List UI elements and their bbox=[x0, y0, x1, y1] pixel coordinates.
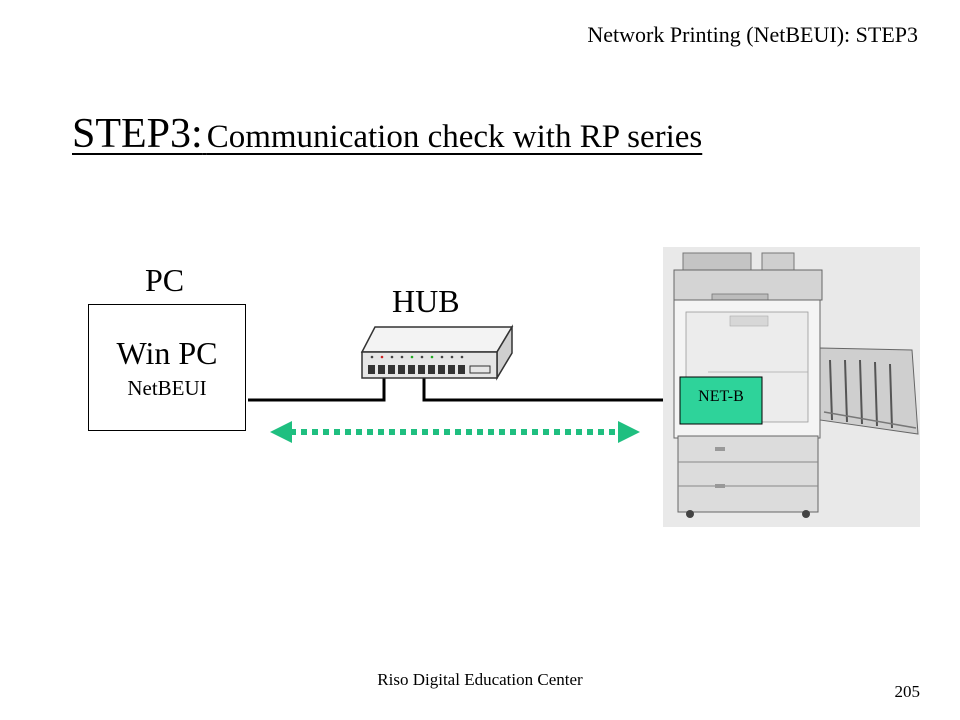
net-b-card bbox=[679, 376, 763, 425]
pc-label: PC bbox=[145, 262, 185, 298]
slide-header-note: Network Printing (NetBEUI): STEP3 bbox=[587, 22, 918, 47]
printer-scanner-lid bbox=[682, 252, 752, 272]
hub-ports bbox=[368, 365, 491, 374]
hub-leds bbox=[370, 355, 464, 359]
pc-protocol: NetBEUI bbox=[127, 376, 207, 400]
connection-check-arrow bbox=[270, 421, 640, 443]
pc-box: Win PC NetBEUI bbox=[88, 304, 246, 431]
printer-logo-plate bbox=[729, 315, 769, 327]
hub-top-face bbox=[360, 326, 514, 353]
slide-title: STEP3: Communication check with RP serie… bbox=[72, 110, 702, 158]
cable-pc-to-hub bbox=[248, 370, 386, 402]
hub-label: HUB bbox=[392, 283, 460, 319]
pc-name: Win PC bbox=[116, 335, 218, 371]
paper-output-tray bbox=[819, 347, 919, 435]
page-number: 205 bbox=[894, 682, 921, 701]
printer-caster-right bbox=[802, 510, 810, 518]
title-step: STEP3: bbox=[72, 111, 203, 157]
footer-text: Riso Digital Education Center bbox=[377, 670, 583, 689]
hub-device bbox=[360, 324, 514, 381]
printer-stand bbox=[677, 435, 819, 513]
arrow-head-left bbox=[270, 421, 292, 443]
net-b-label: NET-B bbox=[698, 388, 744, 405]
printer-caster-left bbox=[686, 510, 694, 518]
cable-hub-to-printer bbox=[422, 370, 680, 402]
arrow-head-right bbox=[618, 421, 640, 443]
title-text: Communication check with RP series bbox=[206, 119, 703, 155]
